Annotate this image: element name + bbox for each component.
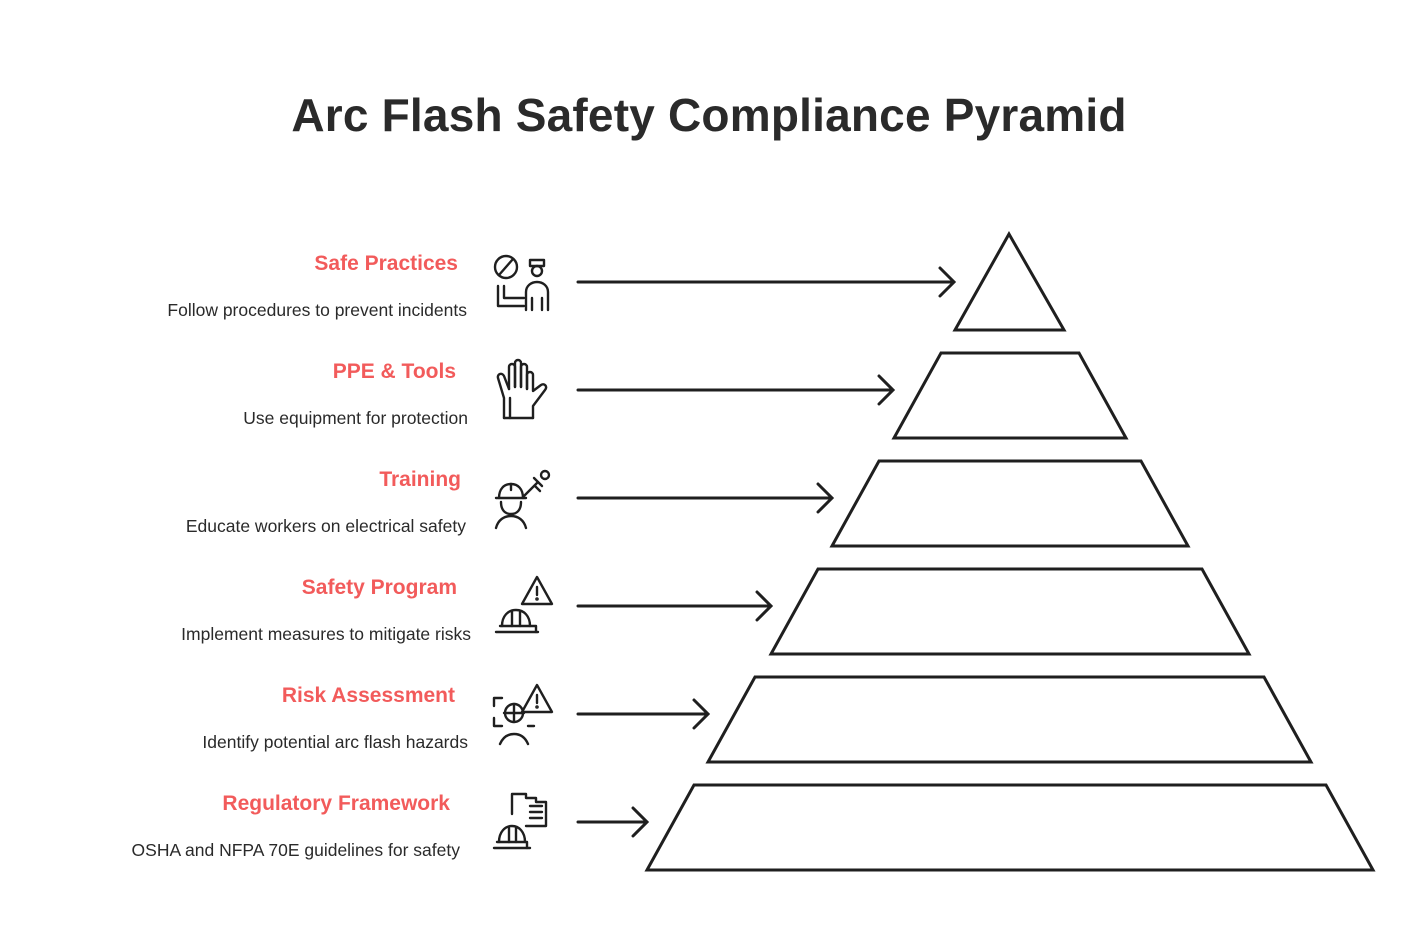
pyramid-tier-4 [768, 567, 1252, 656]
pyramid-tier-3 [829, 459, 1191, 548]
level-heading-regulatory-framework: Regulatory Framework [222, 792, 450, 815]
regulations-document-helmet-icon [492, 792, 548, 850]
pyramid-tier-1 [952, 230, 1067, 332]
level-description-safety-program: Implement measures to mitigate risks [181, 624, 471, 644]
level-description-training: Educate workers on electrical safety [185, 516, 466, 536]
level-heading-risk-assessment: Risk Assessment [281, 684, 455, 707]
pyramid-tier-2 [891, 351, 1129, 440]
level-description-safe-practices: Follow procedures to prevent incidents [167, 300, 467, 320]
level-description-risk-assessment: Identify potential arc flash hazards [202, 732, 468, 752]
arrow-tier-5 [576, 698, 711, 730]
hazard-warning-helmet-icon [494, 575, 554, 634]
safety-glove-icon [496, 358, 548, 420]
page-title: Arc Flash Safety Compliance Pyramid [291, 89, 1127, 141]
hazard-scan-icon [492, 683, 554, 746]
worker-with-tool-icon [494, 469, 551, 530]
arrow-tier-4 [576, 590, 774, 622]
arrow-tier-2 [576, 374, 896, 406]
pyramid-tier-5 [705, 675, 1314, 764]
pyramid-tier-6 [644, 783, 1376, 872]
level-heading-safety-program: Safety Program [301, 576, 457, 599]
arrow-tier-6 [576, 806, 650, 838]
level-heading-ppe-tools: PPE & Tools [332, 360, 456, 383]
arrow-tier-1 [576, 266, 957, 298]
worker-prohibition-icon [493, 254, 550, 312]
arrow-tier-3 [576, 482, 835, 514]
level-heading-safe-practices: Safe Practices [314, 252, 458, 275]
level-description-ppe-tools: Use equipment for protection [243, 408, 468, 428]
level-description-regulatory-framework: OSHA and NFPA 70E guidelines for safety [131, 840, 460, 860]
level-heading-training: Training [379, 468, 461, 491]
